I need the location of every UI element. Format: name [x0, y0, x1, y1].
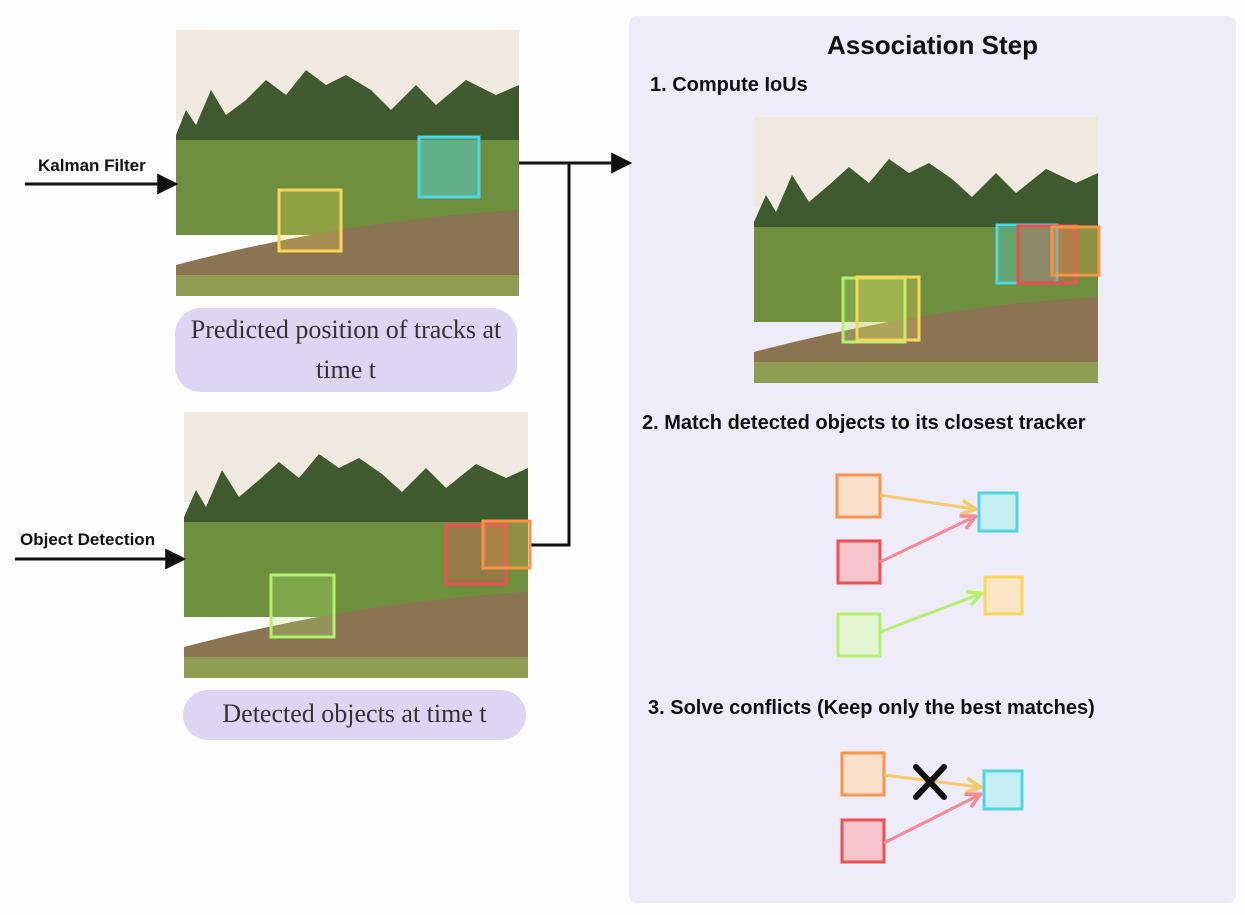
conflict-arrow-red-cyan	[883, 795, 979, 845]
detected-box-red	[444, 523, 508, 586]
iou-overlay-image	[754, 117, 1098, 383]
conflict-detection-orange	[840, 751, 886, 797]
predicted-caption-line1: Predicted position of tracks at	[190, 315, 502, 344]
conflict-track-cyan	[982, 769, 1024, 811]
step-2-label: 2. Match detected objects to its closest…	[642, 412, 1086, 434]
conflict-detection-red	[840, 818, 886, 864]
predicted-caption-line2: time t	[316, 355, 376, 384]
detected-objects-caption: Detected objects at time t	[183, 690, 526, 740]
object-detection-label: Object Detection	[20, 530, 156, 549]
association-title: Association Step	[827, 30, 1038, 60]
detected-box-green	[269, 573, 336, 639]
iou-box-orange	[1050, 225, 1101, 277]
match-detection-red	[836, 539, 882, 585]
step-3-label: 3. Solve conflicts (Keep only the best m…	[648, 697, 1095, 719]
match-track-cyan	[977, 491, 1019, 533]
match-track-yellow	[983, 575, 1024, 616]
predicted-tracks-caption: Predicted position of tracks at time t	[175, 308, 517, 392]
step-1-label: 1. Compute IoUs	[650, 74, 808, 96]
match-detection-orange	[835, 473, 882, 519]
detection-connector	[530, 163, 571, 547]
iou-box-green	[841, 276, 907, 344]
iou-box-yellow	[855, 275, 921, 342]
detected-objects-image	[184, 412, 528, 678]
match-arrow-green-yellow	[879, 594, 980, 634]
x-mark-icon	[913, 764, 947, 800]
iou-box-cyan	[995, 223, 1059, 285]
match-detection-green	[836, 612, 882, 658]
detected-box-orange	[481, 519, 532, 570]
match-arrow-orange-cyan	[879, 493, 974, 509]
predicted-tracks-image	[176, 30, 519, 296]
match-arrow-red-cyan	[879, 517, 974, 564]
predicted-box-yellow	[277, 188, 343, 253]
kalman-filter-label: Kalman Filter	[38, 156, 146, 175]
predicted-box-cyan	[417, 135, 481, 199]
